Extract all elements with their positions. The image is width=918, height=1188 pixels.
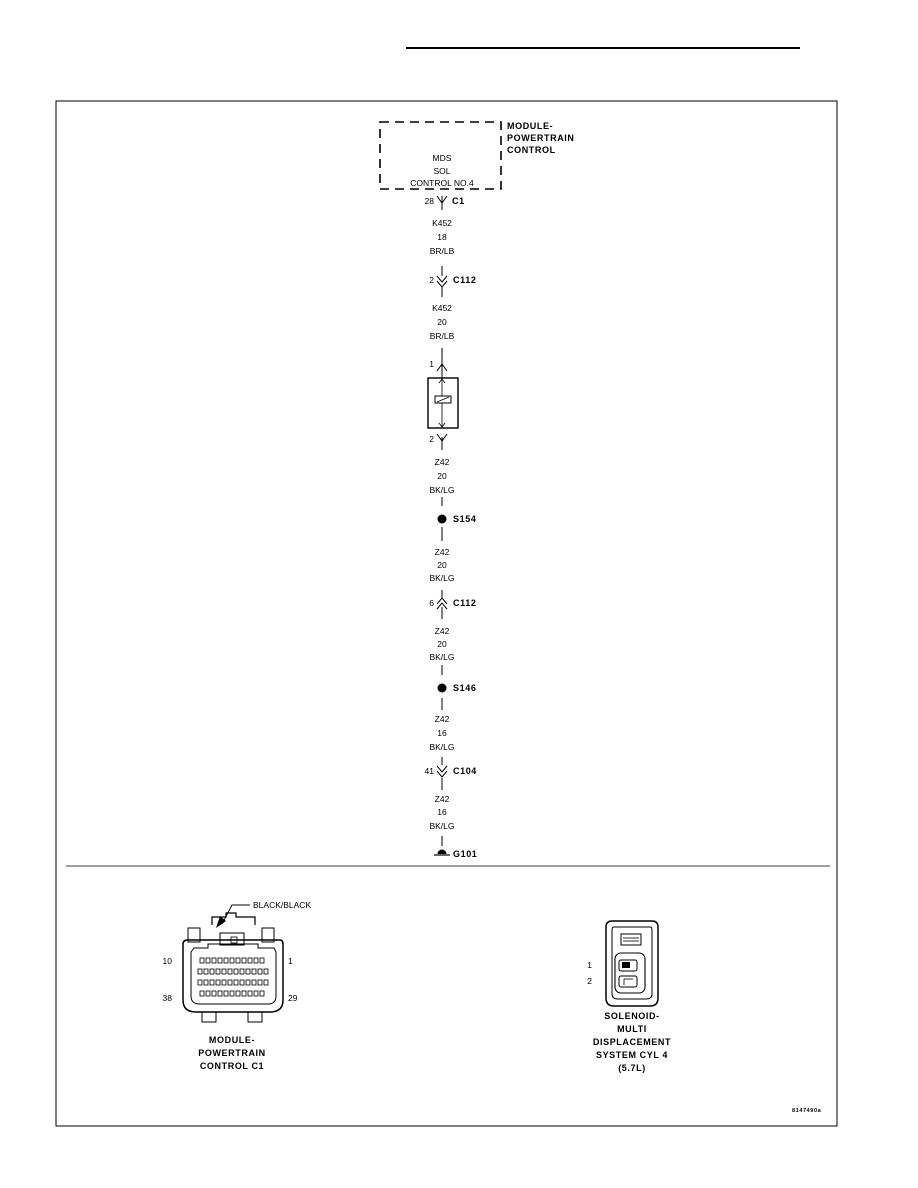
wire-2-gauge: 20 [437, 317, 447, 327]
pcm-pin-38-label: 38 [163, 993, 173, 1003]
module-function-line-3: CONTROL NO.4 [410, 178, 474, 188]
solenoid-caption-4: SYSTEM CYL 4 [596, 1050, 668, 1060]
pcm-connector-caption-2: POWERTRAIN [198, 1048, 266, 1058]
solenoid-pin-2-label: 2 [429, 434, 434, 444]
module-name-line-1: MODULE- [507, 121, 553, 131]
solenoid-pin-1-terminal [436, 363, 448, 372]
solenoid-symbol [427, 377, 459, 429]
wire-7-color: BK/LG [429, 821, 454, 831]
wire-5-color: BK/LG [429, 652, 454, 662]
solenoid-connector-pin-1: 1 [587, 960, 592, 970]
connector-c1-pin: 28 [425, 196, 435, 206]
splice-s154-dot [437, 514, 447, 524]
pcm-c1-pin-cavities [197, 957, 269, 997]
splice-s154-label: S154 [453, 514, 476, 524]
connector-color-leader-arrow [216, 916, 226, 928]
wire-3-color: BK/LG [429, 485, 454, 495]
pcm-c1-connector-drawing [182, 912, 284, 1023]
module-function-line-1: MDS [433, 153, 452, 163]
module-name-line-2: POWERTRAIN [507, 133, 575, 143]
splice-s146-label: S146 [453, 683, 476, 693]
connector-c112-upper-pin: 2 [429, 275, 434, 285]
wire-4-gauge: 20 [437, 560, 447, 570]
wire-6-circuit: Z42 [435, 714, 450, 724]
solenoid-connector-pin-2: 2 [587, 976, 592, 986]
wire-6-color: BK/LG [429, 742, 454, 752]
ground-g101-symbol [434, 849, 450, 856]
connector-c104: 41 C104 [425, 765, 477, 778]
wire-1-color: BR/LB [430, 246, 455, 256]
pcm-pin-29-label: 29 [288, 993, 298, 1003]
solenoid-connector-drawing [605, 920, 659, 1007]
pcm-connector-caption-3: CONTROL C1 [200, 1061, 264, 1071]
wire-6-gauge: 16 [437, 728, 447, 738]
connector-c1-label: C1 [452, 196, 465, 206]
wire-5-circuit: Z42 [435, 626, 450, 636]
module-function-line-2: SOL [433, 166, 450, 176]
ground-g101-label: G101 [453, 849, 477, 859]
wire-3-gauge: 20 [437, 471, 447, 481]
pcm-module-block: MDS SOL CONTROL NO.4 [379, 121, 502, 190]
wire-1-gauge: 18 [437, 232, 447, 242]
connector-c112-lower-pin: 6 [429, 598, 434, 608]
wire-3-circuit: Z42 [435, 457, 450, 467]
wire-2-color: BR/LB [430, 331, 455, 341]
pcm-connector-color: BLACK/BLACK [253, 900, 311, 910]
wire-2-circuit: K452 [432, 303, 452, 313]
connector-c112-lower-label: C112 [453, 598, 476, 608]
wire-4-circuit: Z42 [435, 547, 450, 557]
wire-5-gauge: 20 [437, 639, 447, 649]
wire-7-gauge: 16 [437, 807, 447, 817]
solenoid-caption-3: DISPLACEMENT [593, 1037, 671, 1047]
connector-c112-upper-label: C112 [453, 275, 476, 285]
wire-7-circuit: Z42 [435, 794, 450, 804]
diagram-frame [55, 100, 838, 1127]
connector-c112-lower: 6 C112 [429, 597, 476, 610]
solenoid-caption-5: (5.7L) [618, 1063, 646, 1073]
solenoid-pin-1-label: 1 [429, 359, 434, 369]
connector-c112-upper: 2 C112 [429, 275, 476, 288]
module-name-line-3: CONTROL [507, 145, 556, 155]
figure-id: 8147490a [792, 1108, 822, 1114]
connector-c104-label: C104 [453, 766, 477, 776]
wire-4-color: BK/LG [429, 573, 454, 583]
connector-c1: 28 C1 [425, 195, 465, 206]
connector-color-leader [221, 904, 250, 925]
solenoid-caption-2: MULTI [617, 1024, 647, 1034]
solenoid-pin-2-terminal [436, 433, 448, 442]
pcm-connector-caption-1: MODULE- [209, 1035, 255, 1045]
pcm-pin-1-label: 1 [288, 956, 293, 966]
connector-c104-pin: 41 [425, 766, 435, 776]
splice-s146-dot [437, 683, 447, 693]
pcm-pin-10-label: 10 [163, 956, 173, 966]
solenoid-caption-1: SOLENOID- [604, 1011, 659, 1021]
wire-1-circuit: K452 [432, 218, 452, 228]
